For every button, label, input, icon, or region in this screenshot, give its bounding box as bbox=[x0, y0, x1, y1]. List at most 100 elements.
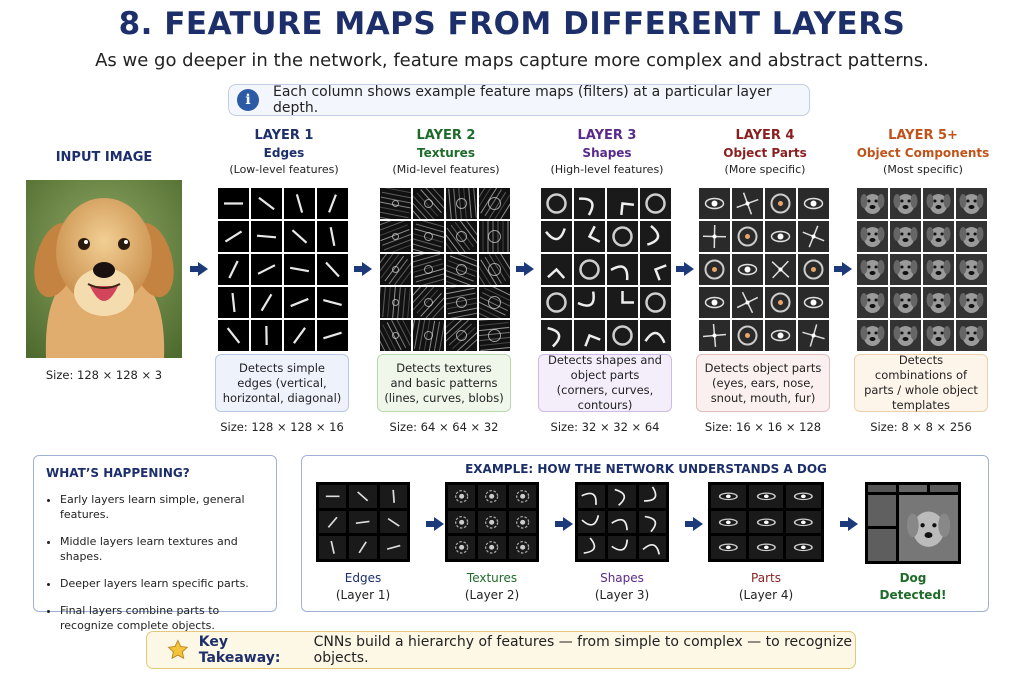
layer-note: (Most specific) bbox=[883, 163, 963, 176]
dog-thumb bbox=[930, 485, 958, 492]
input-image-label: INPUT IMAGE bbox=[55, 150, 153, 165]
layer-subtitle: Object Parts bbox=[723, 146, 807, 160]
layer-title: LAYER 3 bbox=[577, 128, 637, 143]
feature-map-tile bbox=[218, 188, 249, 219]
feature-map-tile bbox=[765, 188, 796, 219]
feature-map-tile bbox=[380, 320, 411, 351]
feature-map-tile bbox=[857, 254, 888, 285]
feature-map-tile bbox=[574, 254, 605, 285]
feature-map-tile bbox=[284, 254, 315, 285]
feature-map-tile bbox=[446, 287, 477, 318]
layer-title: LAYER 2 bbox=[416, 128, 476, 143]
feature-map-tile bbox=[479, 287, 510, 318]
layer-column: LAYER 4 Object Parts (More specific) bbox=[695, 128, 835, 176]
feature-map-tile bbox=[380, 188, 411, 219]
feature-map-tile bbox=[699, 188, 730, 219]
example-step-label: Textures(Layer 2) bbox=[437, 570, 547, 604]
feature-map-tile bbox=[446, 188, 477, 219]
example-tile bbox=[478, 510, 506, 534]
layer-subtitle: Shapes bbox=[582, 146, 632, 160]
feature-map-tile bbox=[218, 221, 249, 252]
feature-map-tile bbox=[798, 287, 829, 318]
info-banner: i Each column shows example feature maps… bbox=[228, 84, 810, 116]
feature-map-tile bbox=[541, 320, 572, 351]
example-tile bbox=[379, 536, 407, 559]
detected-dog-image bbox=[865, 482, 961, 564]
feature-map-tile bbox=[798, 320, 829, 351]
feature-map-tile bbox=[317, 320, 348, 351]
feature-map-tile bbox=[446, 254, 477, 285]
feature-map-tile bbox=[798, 254, 829, 285]
example-tile bbox=[638, 536, 666, 559]
feature-map-tile bbox=[640, 221, 671, 252]
feature-map-tile bbox=[699, 320, 730, 351]
example-tile bbox=[578, 510, 606, 534]
feature-map-tile bbox=[956, 320, 987, 351]
feature-map-tile bbox=[574, 287, 605, 318]
arrow-right-icon bbox=[354, 262, 372, 276]
feature-map-tile bbox=[732, 320, 763, 351]
example-tile bbox=[508, 510, 536, 534]
arrow-right-icon bbox=[840, 517, 858, 531]
step-sub: (Layer 4) bbox=[738, 588, 794, 602]
feature-map-tile bbox=[857, 320, 888, 351]
feature-map-grid bbox=[380, 188, 510, 351]
step-sub: (Layer 3) bbox=[594, 588, 650, 602]
example-tile bbox=[319, 485, 347, 508]
example-tile bbox=[748, 485, 784, 508]
feature-map-tile bbox=[732, 254, 763, 285]
example-tile bbox=[319, 510, 347, 534]
feature-map-tile bbox=[574, 188, 605, 219]
example-tile bbox=[711, 510, 746, 534]
list-item: Middle layers learn textures and shapes. bbox=[60, 534, 264, 564]
step-name: Textures bbox=[466, 571, 518, 585]
layer-description: Detects simple edges (vertical, horizont… bbox=[215, 354, 349, 412]
layer-subtitle: Object Components bbox=[856, 146, 990, 160]
feature-map-tile bbox=[479, 221, 510, 252]
list-item: Deeper layers learn specific parts. bbox=[60, 576, 264, 591]
feature-map-tile bbox=[890, 221, 921, 252]
input-dog-image bbox=[26, 180, 182, 358]
page-subtitle: As we go deeper in the network, feature … bbox=[95, 50, 929, 71]
feature-map-tile bbox=[765, 221, 796, 252]
layer-note: (Mid-level features) bbox=[392, 163, 500, 176]
layer-note: (Low-level features) bbox=[229, 163, 339, 176]
feature-map-tile bbox=[380, 221, 411, 252]
feature-map-tile bbox=[218, 287, 249, 318]
feature-map-tile bbox=[956, 254, 987, 285]
feature-map-tile bbox=[699, 287, 730, 318]
feature-map-tile bbox=[479, 320, 510, 351]
feature-map-tile bbox=[956, 188, 987, 219]
dog-thumb bbox=[868, 529, 896, 561]
step-name: Dog bbox=[899, 571, 927, 585]
example-tile bbox=[711, 485, 746, 508]
feature-map-grid bbox=[218, 188, 348, 351]
feature-map-tile bbox=[607, 287, 638, 318]
example-tile bbox=[608, 536, 636, 559]
feature-map-tile bbox=[890, 188, 921, 219]
feature-map-tile bbox=[541, 221, 572, 252]
example-step-label: Shapes(Layer 3) bbox=[567, 570, 677, 604]
feature-map-tile bbox=[890, 287, 921, 318]
feature-map-tile bbox=[798, 188, 829, 219]
step-sub: (Layer 1) bbox=[335, 588, 391, 602]
feature-map-grid bbox=[699, 188, 829, 351]
star-icon bbox=[167, 639, 189, 660]
arrow-right-icon bbox=[426, 517, 444, 531]
key-takeaway-banner: Key Takeaway: CNNs build a hierarchy of … bbox=[146, 631, 856, 669]
feature-map-tile bbox=[541, 188, 572, 219]
example-tile bbox=[786, 485, 821, 508]
feature-map-tile bbox=[923, 254, 954, 285]
feature-map-tile bbox=[765, 320, 796, 351]
layer-description: Detects object parts (eyes, ears, nose, … bbox=[696, 354, 830, 412]
example-tile bbox=[508, 485, 536, 508]
example-tile bbox=[748, 510, 784, 534]
feature-map-tile bbox=[541, 254, 572, 285]
whats-happening-panel: WHAT’S HAPPENING? Early layers learn sim… bbox=[33, 455, 277, 632]
layer-subtitle: Edges bbox=[263, 146, 305, 160]
input-size: Size: 128 × 128 × 3 bbox=[45, 368, 163, 382]
feature-map-tile bbox=[251, 221, 282, 252]
feature-map-tile bbox=[218, 320, 249, 351]
feature-map-tile bbox=[317, 254, 348, 285]
